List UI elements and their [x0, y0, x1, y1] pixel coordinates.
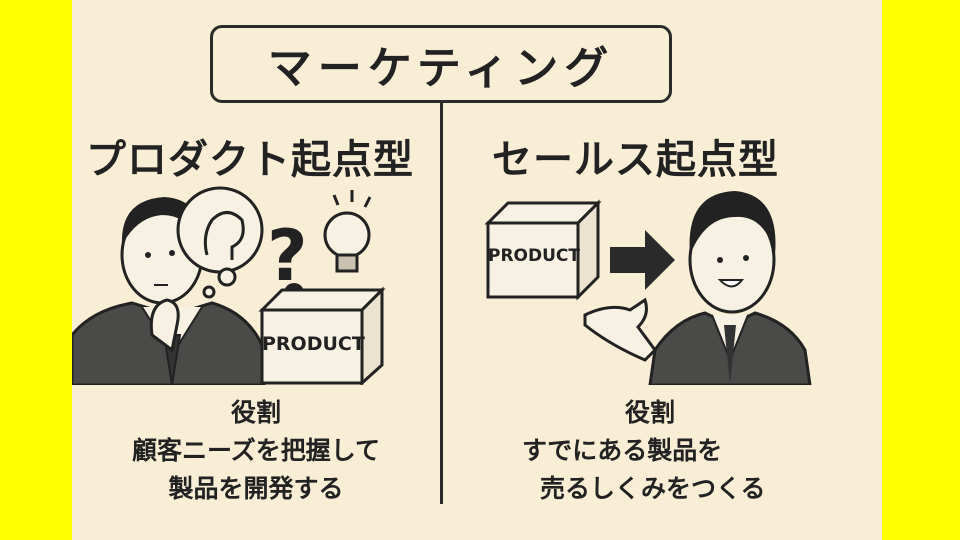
left-heading: プロダクト起点型: [86, 137, 414, 183]
svg-text:?: ?: [267, 215, 308, 297]
left-illustration: ?: [72, 186, 386, 385]
diagram-title: マーケティング: [267, 43, 615, 94]
left-role-line-1: 顧客ニーズを把握して: [131, 436, 380, 465]
left-role-line-2: 製品を開発する: [168, 474, 344, 503]
right-role-label: 役割: [624, 398, 675, 427]
right-role: 役割 すでにある製品を 売るしくみをつくる: [500, 394, 800, 508]
left-role-label: 役割: [230, 398, 281, 427]
center-divider: [440, 103, 443, 504]
right-role-line-1: すでにある製品を: [522, 436, 723, 465]
right-role-line-2: 売るしくみをつくる: [540, 474, 766, 503]
right-product-box-label: PRODUCT: [488, 246, 580, 266]
left-role: 役割 顧客ニーズを把握して 製品を開発する: [72, 394, 440, 508]
right-illustration: [484, 191, 812, 385]
title-box: マーケティング: [210, 25, 672, 103]
right-heading: セールス起点型: [492, 137, 779, 183]
left-product-box-label: PRODUCT: [262, 333, 365, 355]
